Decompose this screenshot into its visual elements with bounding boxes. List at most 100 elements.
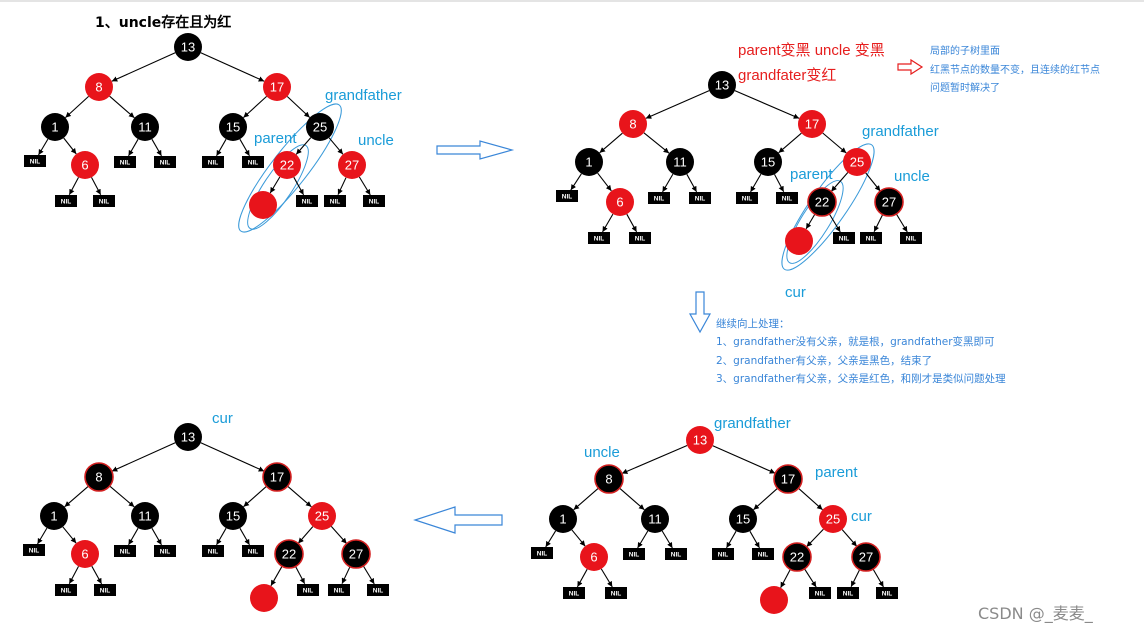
tree-edge — [576, 568, 588, 588]
cur-circle — [785, 227, 813, 255]
nil-label: NIL — [373, 587, 384, 594]
nil-label: NIL — [29, 547, 40, 554]
nil-leaf: NIL — [588, 232, 610, 244]
nil-label: NIL — [61, 198, 72, 205]
tree-edge — [830, 172, 849, 192]
nil-box — [324, 195, 346, 207]
nil-box — [23, 544, 45, 556]
node-label: 13 — [693, 433, 707, 448]
node-circle — [338, 151, 366, 179]
nil-box — [809, 587, 831, 599]
node-circle — [729, 505, 757, 533]
node-6: 6 — [71, 540, 99, 568]
nil-box — [363, 195, 385, 207]
nil-leaf: NIL — [242, 156, 264, 168]
tree-edge — [200, 442, 265, 472]
node-8: 8 — [594, 464, 624, 494]
node-circle — [819, 505, 847, 533]
node-1: 1 — [41, 113, 69, 141]
node-8: 8 — [84, 462, 114, 492]
nil-box — [563, 587, 585, 599]
nil-leaf: NIL — [297, 584, 319, 596]
tree-edge — [37, 527, 48, 545]
nil-label: NIL — [758, 551, 769, 558]
node-label: 8 — [629, 117, 636, 132]
case-title: 1、uncle存在且为红 — [95, 14, 231, 31]
nil-label: NIL — [120, 159, 131, 166]
nil-label: NIL — [208, 159, 219, 166]
node-label: 11 — [138, 120, 152, 135]
node-11: 11 — [131, 502, 159, 530]
tree-edge — [661, 530, 673, 549]
node-label: 8 — [605, 472, 612, 487]
nil-box — [202, 545, 224, 557]
node-17: 17 — [798, 110, 826, 138]
nil-label: NIL — [839, 235, 850, 242]
node-circle — [263, 73, 291, 101]
tree-edge — [68, 177, 79, 196]
cur-node — [785, 227, 813, 255]
nil-label: NIL — [866, 235, 877, 242]
tree-edge — [128, 138, 139, 157]
node-label: 27 — [345, 158, 359, 173]
node-circle — [306, 113, 334, 141]
nil-box — [860, 232, 882, 244]
tree-edge — [828, 213, 841, 233]
node-label: 15 — [226, 509, 240, 524]
nil-leaf: NIL — [860, 232, 882, 244]
nil-box — [629, 232, 651, 244]
watermark: CSDN @_麦麦_ — [978, 604, 1094, 624]
tree-edge — [749, 530, 760, 549]
nil-leaf: NIL — [876, 587, 898, 599]
nil-label: NIL — [611, 590, 622, 597]
nil-leaf: NIL — [114, 545, 136, 557]
tree-edges — [37, 442, 375, 587]
node-label: 15 — [226, 120, 240, 135]
tree-edge — [778, 132, 802, 154]
nil-box — [736, 192, 758, 204]
nil-leaf: NIL — [900, 232, 922, 244]
node-circle — [619, 110, 647, 138]
tree-edge — [200, 52, 265, 82]
nil-leaf: NIL — [242, 545, 264, 557]
nil-box — [114, 545, 136, 557]
tree-edge — [774, 174, 785, 193]
node-label: 11 — [673, 155, 687, 170]
node-11: 11 — [131, 113, 159, 141]
tree-edge — [734, 90, 800, 119]
nil-leaf: NIL — [563, 587, 585, 599]
nil-leaf: NIL — [23, 544, 45, 556]
nil-leaf: NIL — [328, 584, 350, 596]
nil-label: NIL — [100, 587, 111, 594]
nil-label: NIL — [99, 198, 110, 205]
tree-edge — [873, 214, 884, 232]
node-circle — [219, 502, 247, 530]
tree-edge — [686, 173, 698, 193]
nil-leaf: NIL — [202, 156, 224, 168]
node-15: 15 — [754, 148, 782, 176]
annotation-label: parent变黑 uncle 变黑 — [738, 42, 885, 59]
node-22: 22 — [782, 542, 812, 572]
node-circle — [851, 542, 881, 572]
node-1: 1 — [40, 502, 68, 530]
node-27: 27 — [338, 151, 366, 179]
node-17: 17 — [262, 462, 292, 492]
nil-box — [876, 587, 898, 599]
nil-label: NIL — [782, 195, 793, 202]
tree-edge — [151, 527, 162, 546]
cur-circle — [760, 586, 788, 614]
nil-label: NIL — [843, 590, 854, 597]
node-circle — [843, 148, 871, 176]
nil-box — [202, 156, 224, 168]
node-27: 27 — [341, 539, 371, 569]
nil-label: NIL — [160, 159, 171, 166]
nil-leaf: NIL — [324, 195, 346, 207]
nil-leaf: NIL — [837, 587, 859, 599]
node-circle — [575, 148, 603, 176]
nil-leaf: NIL — [809, 587, 831, 599]
node-6: 6 — [580, 543, 608, 571]
down-arrow — [688, 291, 712, 334]
nil-box — [154, 545, 176, 557]
